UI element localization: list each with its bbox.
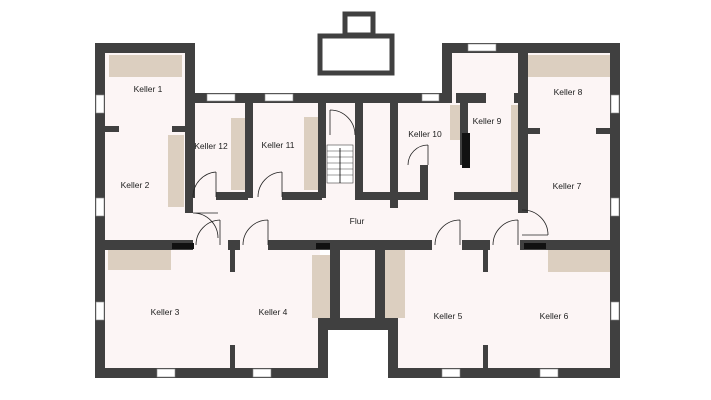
room-label-keller-10: Keller 10 xyxy=(408,129,442,139)
vent-shafts xyxy=(172,133,546,249)
furniture xyxy=(108,55,610,318)
room-label-keller-8: Keller 8 xyxy=(554,87,583,97)
room-label-flur: Flur xyxy=(350,216,365,226)
room-label-keller-9: Keller 9 xyxy=(473,116,502,126)
room-label-keller-3: Keller 3 xyxy=(151,307,180,317)
doors xyxy=(192,109,549,246)
chimney xyxy=(317,11,395,76)
room-label-keller-1: Keller 1 xyxy=(134,84,163,94)
room-label-keller-11: Keller 11 xyxy=(262,140,295,150)
room-label-keller-12: Keller 12 xyxy=(194,141,228,151)
stairs xyxy=(326,144,354,184)
room-label-keller-6: Keller 6 xyxy=(540,311,569,321)
room-label-keller-2: Keller 2 xyxy=(121,180,150,190)
windows xyxy=(95,43,620,378)
room-label-keller-7: Keller 7 xyxy=(553,181,582,191)
room-label-keller-5: Keller 5 xyxy=(434,311,463,321)
room-label-keller-4: Keller 4 xyxy=(259,307,288,317)
